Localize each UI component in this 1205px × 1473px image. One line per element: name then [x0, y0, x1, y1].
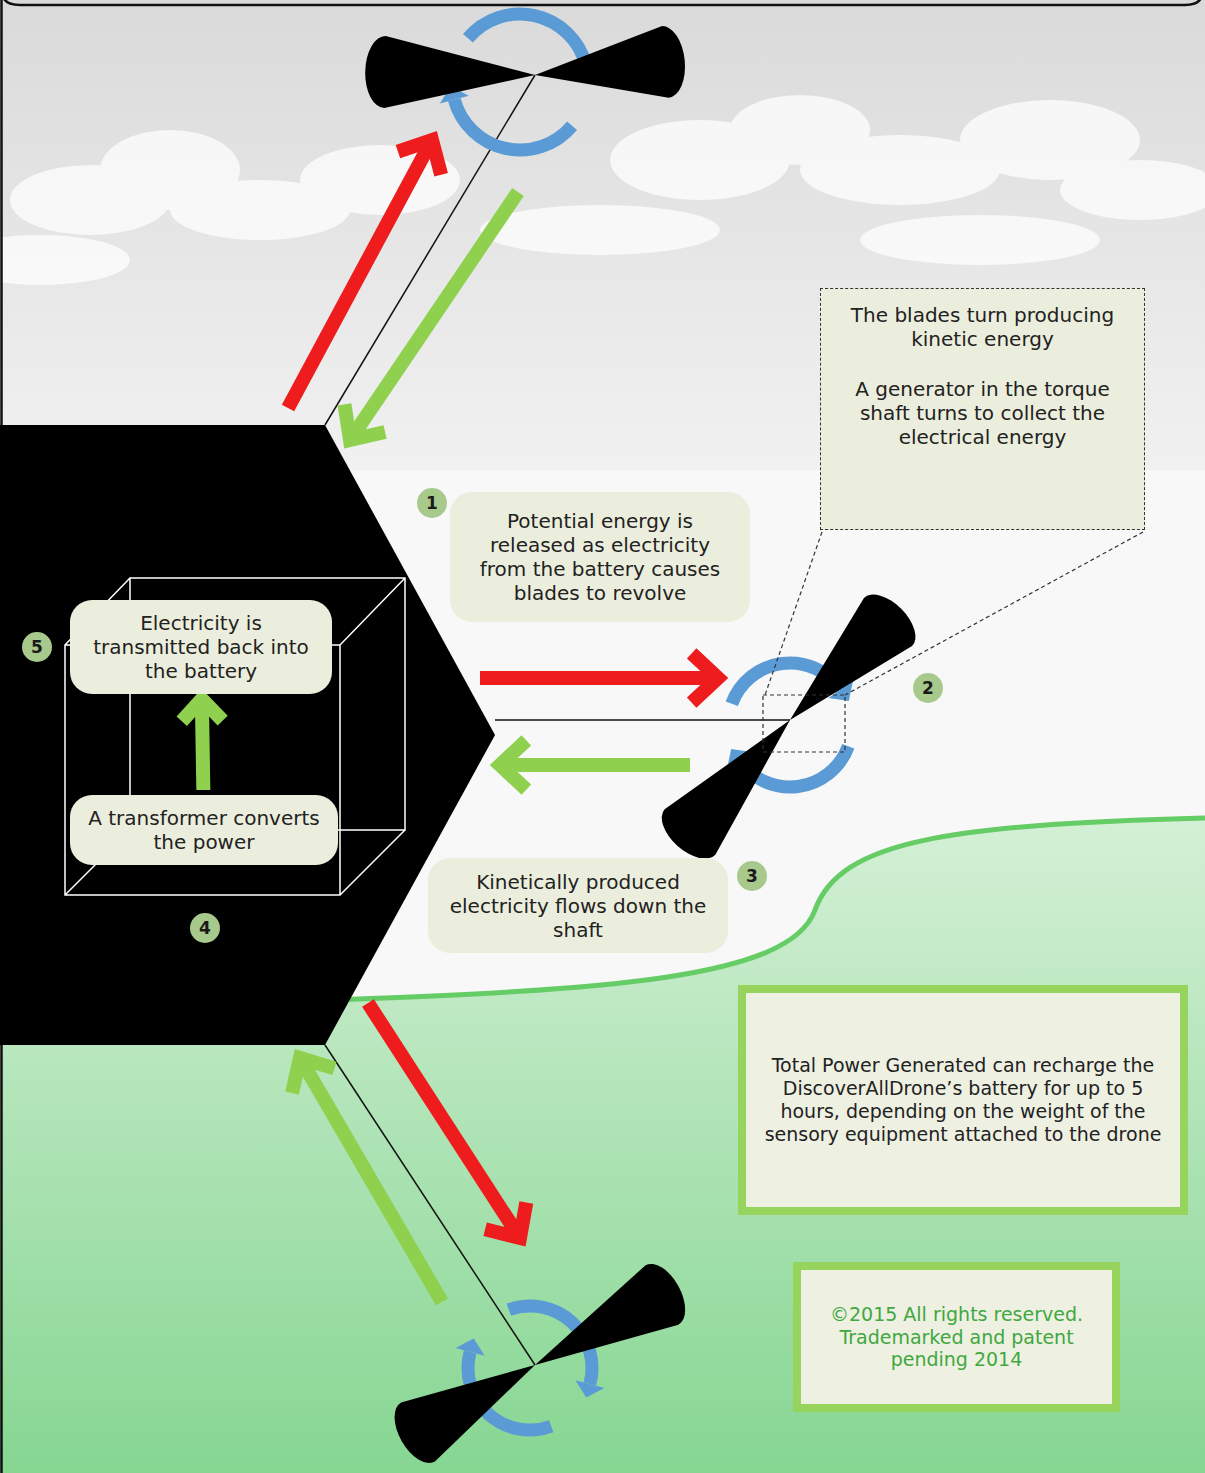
energy-arrow — [344, 192, 518, 440]
node-text: Total Power Generated can recharge the D… — [760, 1054, 1166, 1145]
clouds — [0, 95, 1205, 285]
blade — [535, 1264, 685, 1365]
callout-number: 4 — [190, 913, 220, 943]
note-box: Total Power Generated can recharge the D… — [738, 985, 1188, 1215]
blade — [535, 26, 685, 98]
blade — [395, 1365, 535, 1463]
node-text: A transformer converts the power — [84, 806, 324, 854]
node-text: The blades turn producing kinetic energy — [839, 303, 1126, 351]
step-box: Electricity is transmitted back into the… — [70, 600, 332, 694]
node-text: A generator in the torque shaft turns to… — [839, 377, 1126, 449]
energy-arrow — [480, 653, 718, 702]
energy-arrow — [500, 740, 690, 789]
energy-arrow — [288, 140, 441, 408]
copyright-box: ©2015 All rights reserved. Trademarked a… — [793, 1262, 1120, 1412]
rotation-head — [575, 1380, 604, 1397]
blade — [365, 36, 535, 108]
arrow-head — [182, 699, 223, 721]
grass-edge — [330, 818, 1205, 1000]
node-text: Electricity is transmitted back into the… — [84, 611, 318, 683]
leader-line — [763, 532, 1143, 752]
step-box: Potential energy is released as electric… — [450, 492, 750, 622]
step-box: Kinetically produced electricity flows d… — [428, 858, 728, 953]
rotation-arc — [468, 14, 586, 64]
node-text: Potential energy is released as electric… — [464, 509, 736, 605]
blade — [790, 595, 915, 720]
rotation-arc — [454, 100, 572, 150]
arrow-shaft — [202, 699, 203, 790]
sky — [0, 0, 1205, 470]
drone-body — [0, 425, 495, 1045]
battery-wireframe — [65, 578, 405, 895]
step-box: A transformer converts the power — [70, 795, 338, 865]
callout-number: 5 — [22, 632, 52, 662]
rotation-head — [456, 1338, 485, 1355]
flow-arrow — [182, 699, 223, 790]
callout-number: 1 — [417, 488, 447, 518]
callout-box: The blades turn producing kinetic energy… — [820, 288, 1145, 530]
node-text: Kinetically produced electricity flows d… — [442, 870, 714, 942]
callout-number: 2 — [913, 673, 943, 703]
callout-number: 3 — [737, 861, 767, 891]
node-text: ©2015 All rights reserved. Trademarked a… — [815, 1303, 1098, 1371]
propeller — [662, 595, 916, 859]
blade — [662, 720, 790, 859]
energy-arrow — [292, 1058, 442, 1302]
propeller — [365, 14, 685, 150]
